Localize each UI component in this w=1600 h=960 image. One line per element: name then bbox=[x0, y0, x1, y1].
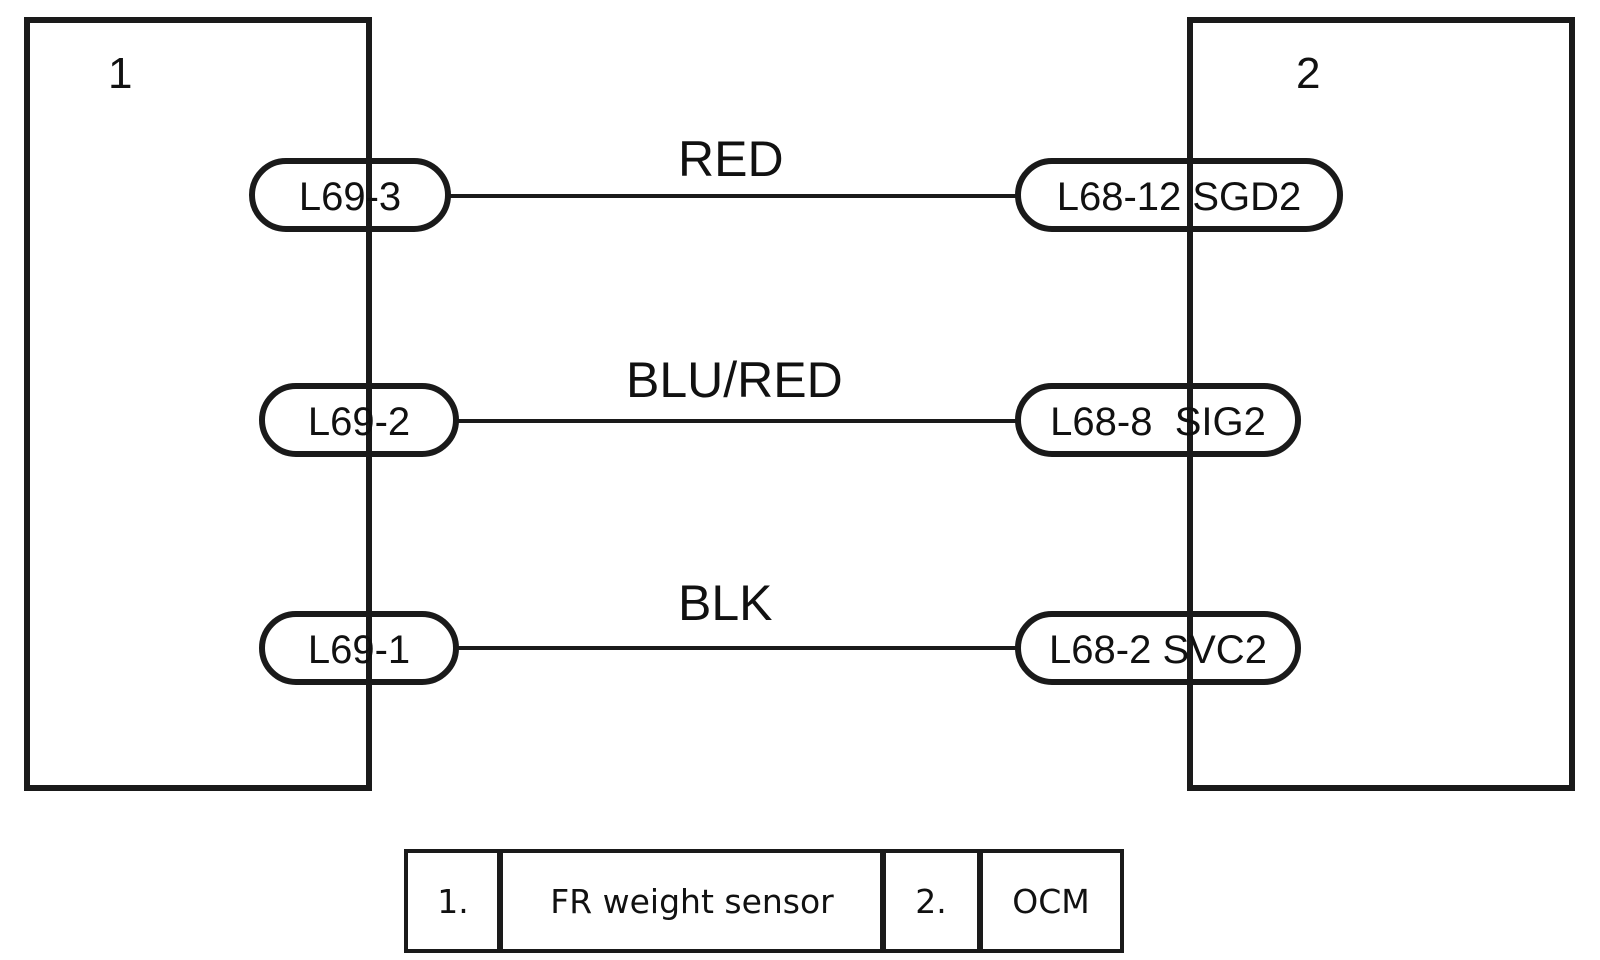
pin-l68-8 bbox=[1015, 383, 1301, 457]
pin-l69-2-label: L69-2 bbox=[308, 400, 410, 444]
legend-num-2: 2. bbox=[915, 882, 947, 921]
pin-l68-12-label: L68-12 SGD2 bbox=[1057, 175, 1302, 219]
component-1-label: 1 bbox=[108, 49, 132, 98]
wire-3-color-label: BLK bbox=[678, 575, 773, 631]
component-2-label: 2 bbox=[1296, 49, 1320, 98]
legend-table: 1. FR weight sensor 2. OCM bbox=[404, 849, 1124, 953]
wire-1-color-label: RED bbox=[678, 131, 784, 187]
pin-l69-1-label: L69-1 bbox=[308, 628, 410, 672]
legend-num-1: 1. bbox=[437, 882, 469, 921]
pin-l68-2 bbox=[1015, 611, 1301, 685]
legend-name-2: OCM bbox=[1012, 882, 1090, 921]
pin-l68-2-label: L68-2 SVC2 bbox=[1049, 628, 1267, 672]
component-1-box bbox=[24, 17, 372, 791]
pin-l69-2 bbox=[259, 383, 459, 457]
pin-l68-8-label: L68-8 SIG2 bbox=[1050, 400, 1266, 444]
pin-l69-3-label: L69-3 bbox=[299, 175, 401, 219]
wire-2-color-label: BLU/RED bbox=[626, 352, 843, 408]
legend-name-1: FR weight sensor bbox=[550, 882, 834, 921]
pin-l69-3 bbox=[249, 158, 451, 232]
pin-l69-1 bbox=[259, 611, 459, 685]
component-2-box bbox=[1187, 17, 1575, 791]
pin-l68-12 bbox=[1015, 158, 1343, 232]
